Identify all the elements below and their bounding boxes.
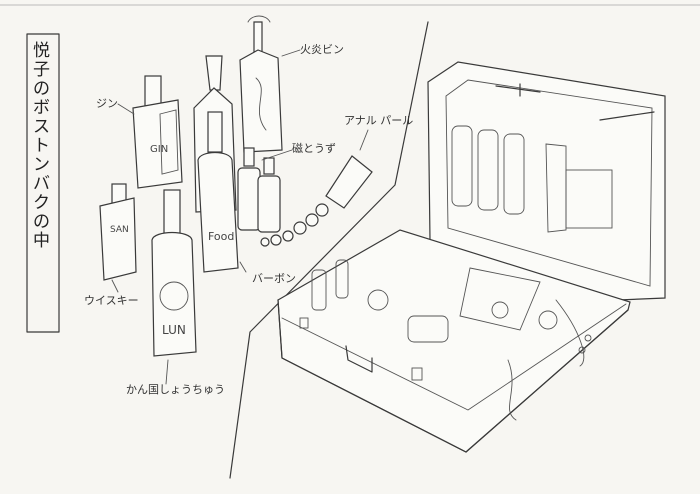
gin-bottle: GIN [132, 75, 183, 189]
divider-line [229, 21, 429, 479]
page-title-vertical: 悦子のボストンバクの中 [33, 41, 50, 251]
bourbon-bottle-label: Food [208, 230, 234, 243]
bourbon-leader [239, 261, 247, 273]
label-magnetic-necklace: 磁とうず [292, 142, 336, 155]
label-bourbon: バーボン [252, 272, 296, 285]
label-canned-shochu: かん国しょうちゅう [126, 383, 225, 396]
label-molotov: 火炎ビン [300, 43, 344, 56]
label-anal-pearl: アナル パール [344, 114, 414, 127]
title-frame [26, 33, 60, 333]
bourbon-bottle: Food [197, 111, 239, 273]
molotov-leader [281, 49, 301, 57]
shochu-leader [165, 359, 169, 385]
whisky-bottle: SAN [99, 183, 137, 281]
anal-pearl-toy [260, 155, 373, 247]
pearl-leader [359, 129, 369, 151]
shochu-bottle-label: LUN [162, 323, 186, 337]
magnetic-leader [261, 149, 293, 161]
whisky-bottle-label: SAN [110, 225, 129, 235]
whisky-leader [111, 279, 119, 293]
label-whisky: ウイスキー [84, 294, 139, 307]
label-gin: ジン [96, 97, 118, 110]
shochu-bottle: LUN [151, 189, 197, 357]
gin-bottle-label: GIN [150, 144, 168, 155]
suitcase-handle [345, 345, 373, 373]
suitcase-body [277, 229, 631, 453]
gin-leader [117, 103, 135, 115]
molotov-bottle [239, 15, 283, 153]
